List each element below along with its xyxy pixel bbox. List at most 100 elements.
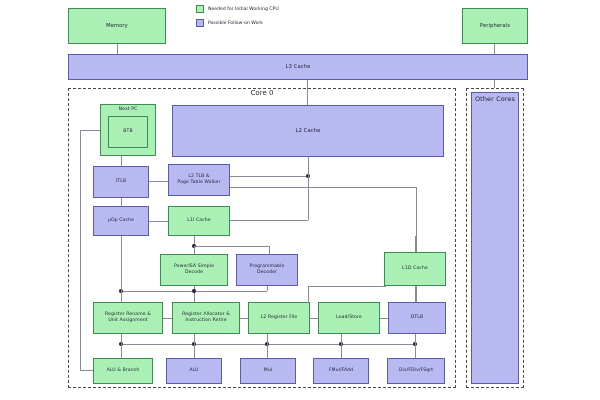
block-label: Div/FDiv/FSqrt — [398, 368, 434, 374]
block-label: µOp Cache — [107, 218, 135, 224]
block-label: ALU & Branch — [106, 368, 140, 374]
region-core — [68, 88, 456, 388]
block-load-store: Load/Store — [318, 302, 380, 334]
block-label: L2 TLB & Page Table Walker — [177, 174, 221, 185]
connector-l1i-down — [194, 236, 195, 250]
block-label: L3 Cache — [285, 63, 311, 70]
connector-itlb-uop — [121, 198, 122, 206]
block-label: FMul/FAdd — [328, 368, 354, 374]
block-uop-cache: µOp Cache — [93, 206, 149, 236]
legend-label: Needed for Initial Working CPU — [208, 6, 279, 12]
block-div-fdiv-fsqrt: Div/FDiv/FSqrt — [387, 358, 445, 384]
block-memory: Memory — [68, 8, 166, 44]
block-l1d-cache: L1D Cache — [384, 252, 446, 286]
legend-label: Possible Follow-on Work — [208, 20, 263, 26]
junction-dot-rename-bus-right — [192, 289, 196, 293]
connector-regfile-to-bus — [267, 334, 268, 344]
connector-l3-other-cores — [494, 80, 495, 88]
connector-peripherals-l3 — [494, 44, 495, 54]
block-other-cores: Other Cores — [471, 92, 519, 384]
connector-to-prog-decoder — [269, 246, 270, 254]
connector-l1d-up — [415, 236, 416, 252]
connector-l2tlb-to-l2cache — [308, 157, 309, 176]
connector-uop-l1i — [149, 221, 168, 222]
connector-l2tlb-to-l1i — [230, 220, 308, 221]
legend-item-followon: Possible Follow-on Work — [196, 19, 279, 27]
block-label: Next PC — [118, 107, 138, 112]
connector-l2tlb-down — [308, 176, 309, 220]
block-prog-decoder: Programmable Decoder — [236, 254, 298, 286]
connector-memory-l3 — [117, 44, 118, 54]
block-label: L2 Cache — [295, 127, 321, 134]
block-label: L2 Register File — [260, 315, 298, 321]
block-label: Programmable Decoder — [249, 264, 285, 275]
connector-bus-to-alubranch — [121, 344, 122, 358]
connector-l2tlb-right-upper — [230, 176, 308, 177]
connector-nextpc-itlb — [121, 156, 122, 166]
connector-loadstore-to-bus — [341, 334, 342, 344]
block-alu-branch: ALU & Branch — [93, 358, 153, 384]
connector-itlb-l2tlb — [149, 181, 168, 182]
block-alu: ALU — [166, 358, 222, 384]
block-label: Register Allocator & Instruction Retire — [182, 312, 230, 323]
connector-bus-to-mul — [267, 344, 268, 358]
block-label: Memory — [106, 22, 128, 29]
block-label: DTLB — [410, 315, 424, 321]
connector-bus-to-fmul — [341, 344, 342, 358]
block-register-rename: Register Rename & Unit Assignment — [93, 302, 163, 334]
legend-item-initial: Needed for Initial Working CPU — [196, 5, 279, 13]
connector-rename-to-bus — [121, 334, 122, 344]
legend-swatch-icon — [196, 5, 204, 13]
connector-l1d-left — [308, 286, 386, 287]
connector-uop-down — [121, 236, 122, 291]
connector-bus-to-div — [415, 344, 416, 358]
legend-swatch-icon — [196, 19, 204, 27]
block-l2-cache: L2 Cache — [172, 105, 444, 157]
block-peripherals: Peripherals — [462, 8, 528, 44]
region-core-label: Core 0 — [250, 89, 274, 97]
block-simple-decode: PowerISA Simple Decode — [160, 254, 228, 286]
block-register-allocator: Register Allocator & Instruction Retire — [172, 302, 240, 334]
connector-dtlb-to-bus — [415, 334, 416, 344]
block-btb: BTB — [108, 116, 148, 148]
connector-loadstore-dtlb — [380, 318, 388, 319]
block-label: BTB — [123, 129, 133, 135]
block-l2-tlb: L2 TLB & Page Table Walker — [168, 164, 230, 196]
block-fmul-fadd: FMul/FAdd — [313, 358, 369, 384]
connector-feedback-next-pc — [80, 130, 100, 131]
connector-alloc-to-bus — [194, 334, 195, 344]
block-l2-register-file: L2 Register File — [248, 302, 310, 334]
connector-to-simple-decode — [194, 246, 195, 254]
block-l3-cache: L3 Cache — [68, 54, 528, 80]
block-mul: Mul — [240, 358, 296, 384]
connector-alloc-regfile — [240, 318, 248, 319]
connector-l3-l2 — [307, 80, 308, 105]
connector-right-trunk-dtlb — [416, 187, 417, 305]
connector-decode-split — [194, 246, 270, 247]
connector-l1d-dtlb — [415, 286, 416, 302]
connector-exec-bus — [121, 344, 417, 345]
block-label: L1D Cache — [402, 266, 428, 272]
block-dtlb: DTLB — [388, 302, 446, 334]
connector-feedback-vertical — [80, 130, 81, 370]
block-label: L1I Cache — [187, 218, 211, 224]
connector-l1d-left-down — [308, 286, 309, 308]
block-label: Mul — [263, 368, 273, 374]
region-other-cores — [466, 88, 524, 388]
connector-prog-decoder-down — [267, 286, 268, 291]
block-label: Other Cores — [474, 95, 516, 103]
block-label: Register Rename & Unit Assignment — [105, 312, 151, 323]
connector-bus-to-rename — [121, 291, 122, 302]
block-label: Load/Store — [336, 315, 362, 321]
block-label: Peripherals — [479, 22, 511, 29]
connector-simple-decode-down — [194, 286, 195, 302]
block-itlb: ITLB — [93, 166, 149, 198]
connector-rename-alloc — [163, 318, 172, 319]
block-label: ALU — [189, 368, 199, 374]
legend: Needed for Initial Working CPU Possible … — [196, 5, 279, 27]
connector-regfile-loadstore — [310, 318, 318, 319]
block-label: ITLB — [115, 179, 127, 185]
connector-l2tlb-right-lower — [230, 187, 416, 188]
connector-bus-to-alu — [194, 344, 195, 358]
